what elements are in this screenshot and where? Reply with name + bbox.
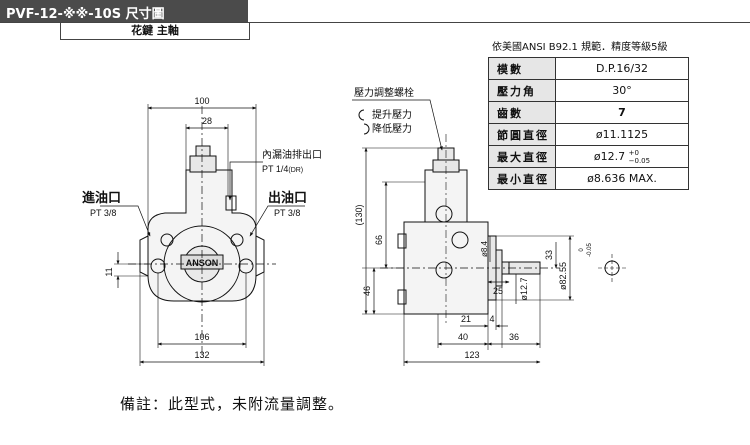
front-view: ANSON xyxy=(100,104,305,366)
side-adjust-label: 壓力調整螺栓 xyxy=(354,86,414,99)
side-raise-label: 提升壓力 xyxy=(372,108,412,121)
front-port-right xyxy=(230,233,244,247)
front-drain-thread: PT 1/4(DR) xyxy=(262,164,303,174)
title-underline xyxy=(0,22,750,23)
front-drain-label: 內漏油排出口 xyxy=(262,148,322,161)
spec-value: ø12.7 +0 −0.05 xyxy=(555,145,689,168)
side-dim-8255-tol-lower: -0.05 xyxy=(587,243,593,257)
front-outlet-label: 出油口 xyxy=(268,190,307,205)
raise-arrow-icon xyxy=(358,109,365,121)
side-dim-123: 123 xyxy=(464,350,479,360)
front-adjust-cap xyxy=(189,155,217,173)
side-port-top xyxy=(435,205,453,223)
side-view xyxy=(352,99,626,366)
spec-value: 7 xyxy=(555,101,689,124)
lower-arrow-icon xyxy=(363,123,370,135)
front-inlet-boss xyxy=(139,235,149,277)
spec-row: 壓力角 30° xyxy=(488,79,689,102)
spec-tol-upper: +0 xyxy=(628,148,639,157)
spec-row: 模數 D.P.16/32 xyxy=(488,57,689,80)
front-drain-port xyxy=(225,195,237,211)
front-port-left xyxy=(160,233,174,247)
side-dim-66: 66 xyxy=(374,235,384,245)
front-outlet-boss xyxy=(255,235,265,277)
spec-key: 節圓直徑 xyxy=(488,123,556,146)
spec-value: D.P.16/32 xyxy=(555,57,689,80)
side-dim-36: 36 xyxy=(509,332,519,342)
side-dim-46: 46 xyxy=(362,286,372,296)
side-dim-127: ø12.7 xyxy=(519,277,529,300)
front-dim-28: 28 xyxy=(202,116,212,126)
spec-row: 最小直徑 ø8.636 MAX. xyxy=(488,167,689,190)
side-drain-boss xyxy=(397,233,407,249)
side-dim-8255-tol-upper: 0 xyxy=(579,248,585,252)
side-port-mid xyxy=(451,231,469,249)
side-lower-boss xyxy=(397,289,407,305)
spec-tol-lower: −0.05 xyxy=(628,156,651,165)
spec-key: 齒數 xyxy=(488,101,556,124)
front-outlet-leader xyxy=(249,205,305,237)
side-adjust-leader xyxy=(352,99,443,151)
side-dim-130: (130) xyxy=(354,204,364,225)
side-lower-label: 降低壓力 xyxy=(372,122,412,135)
front-dim-106: 106 xyxy=(194,332,209,342)
front-inlet-label: 進油口 xyxy=(82,190,121,205)
spec-value: ø11.1125 xyxy=(555,123,689,146)
front-drain-leader xyxy=(228,161,263,201)
spec-key: 模數 xyxy=(488,57,556,80)
spec-value-main: ø12.7 xyxy=(593,149,626,163)
side-dim-84: ø8.4 xyxy=(480,240,489,257)
spec-row: 最大直徑 ø12.7 +0 −0.05 xyxy=(488,145,689,168)
front-inlet-leader xyxy=(100,205,151,237)
title-bar: PVF-12-※※-10S 尺寸圖 xyxy=(0,0,248,22)
spec-table: 模數 D.P.16/32 壓力角 30° 齒數 7 節圓直徑 ø11.1125 … xyxy=(488,57,689,190)
side-dim-40: 40 xyxy=(458,332,468,342)
drawing-subtitle: 花鍵 主軸 xyxy=(60,23,250,40)
front-dim-100: 100 xyxy=(194,96,209,106)
spec-key: 最大直徑 xyxy=(488,145,556,168)
spec-row: 節圓直徑 ø11.1125 xyxy=(488,123,689,146)
side-dim-25: 25 xyxy=(493,286,503,296)
side-dim-4: 4 xyxy=(489,314,494,324)
side-port-low xyxy=(435,261,453,279)
spec-value: ø8.636 MAX. xyxy=(555,167,689,190)
side-dim-33: 33 xyxy=(544,250,554,260)
drawing-title: PVF-12-※※-10S 尺寸圖 xyxy=(6,7,165,22)
side-dim-8255: ø82.55 xyxy=(558,262,568,290)
spec-value: 30° xyxy=(555,79,689,102)
front-outlet-thread: PT 3/8 xyxy=(274,208,300,218)
front-dim-11: 11 xyxy=(104,267,114,276)
spec-key: 最小直徑 xyxy=(488,167,556,190)
front-adjust-screw xyxy=(195,145,211,157)
spec-key: 壓力角 xyxy=(488,79,556,102)
shaft-end-view xyxy=(598,254,626,282)
front-dim-132: 132 xyxy=(194,350,209,360)
spec-row: 齒數 7 xyxy=(488,101,689,124)
footnote: 備註：此型式，未附流量調整。 xyxy=(120,395,345,413)
front-inlet-thread: PT 3/8 xyxy=(90,208,116,218)
side-dim-21: 21 xyxy=(461,314,471,324)
spec-caption: 依美國ANSI B92.1 規範．精度等級5級 xyxy=(492,42,668,53)
